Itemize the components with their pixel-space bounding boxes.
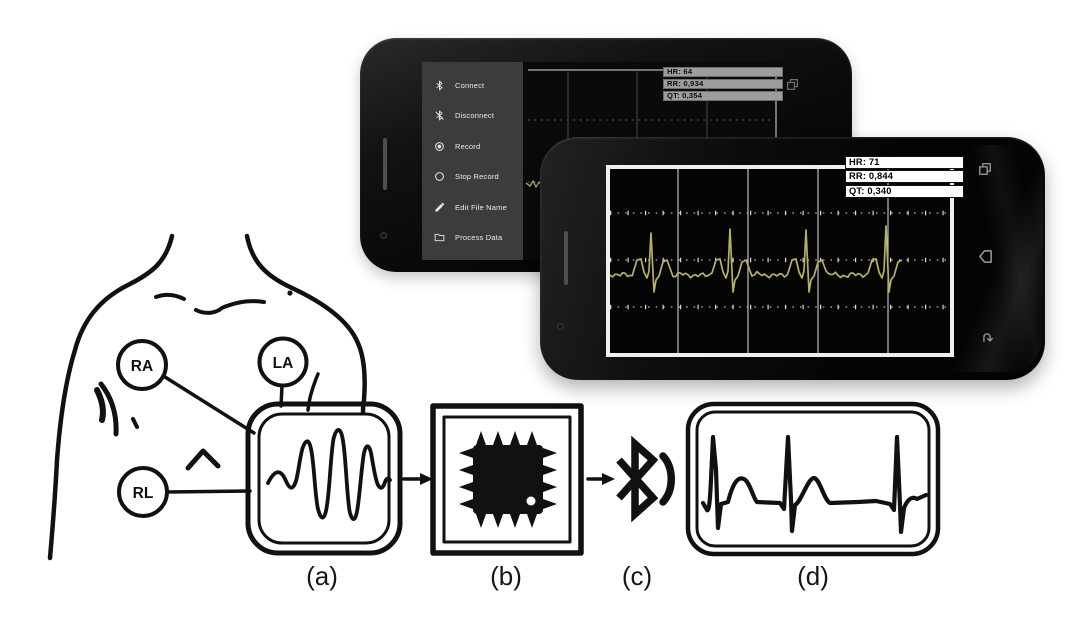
electrode-ra bbox=[116, 339, 168, 391]
arrow-b-c-head bbox=[602, 473, 615, 485]
box-a-outer bbox=[245, 401, 403, 556]
reading-hr: HR: 71 bbox=[845, 156, 964, 169]
electrode-la bbox=[257, 336, 309, 388]
ecg-waveform-icon bbox=[700, 434, 929, 535]
recent-apps-icon[interactable] bbox=[786, 78, 799, 91]
small-tick bbox=[131, 417, 139, 429]
record-icon bbox=[435, 141, 444, 151]
electrode-la-label: LA bbox=[273, 355, 294, 372]
reading-qt: QT: 0,340 bbox=[845, 184, 964, 198]
menu-item-stop-record[interactable]: Stop Record bbox=[422, 162, 523, 193]
speaker-slit bbox=[564, 231, 568, 285]
ecg-app-screen-2 bbox=[606, 165, 954, 357]
box-d-inner bbox=[695, 410, 931, 548]
pec-line bbox=[98, 381, 119, 437]
torso-left-outline bbox=[47, 233, 175, 561]
menu-label: Stop Record bbox=[455, 172, 499, 182]
bluetooth-wave-icon bbox=[616, 435, 659, 523]
ecg-readings-2: HR: 71 RR: 0,844 QT: 0,340 bbox=[845, 156, 964, 199]
ecg-trace bbox=[610, 225, 903, 293]
electrode-rl bbox=[117, 466, 169, 518]
menu-label: Edit File Name bbox=[455, 202, 507, 212]
stage-label-b: (b) bbox=[490, 561, 522, 591]
ecg-readings-1: HR: 64 RR: 0,934 QT: 0,354 bbox=[663, 67, 783, 103]
lead-rl bbox=[165, 489, 252, 494]
lead-ra bbox=[163, 375, 256, 435]
armpit-line bbox=[94, 387, 106, 423]
menu-item-connect[interactable]: Connect bbox=[422, 70, 523, 101]
menu-label: Connect bbox=[455, 80, 485, 90]
stage-label-a: (a) bbox=[306, 561, 338, 591]
arrow-a-b-head bbox=[420, 473, 433, 485]
front-camera bbox=[557, 323, 564, 330]
menu-item-record[interactable]: Record bbox=[422, 131, 523, 162]
menu-label: Process Data bbox=[455, 233, 503, 243]
chest-contour bbox=[306, 372, 320, 412]
neck-hollow bbox=[194, 306, 224, 315]
menu-label: Record bbox=[455, 141, 481, 151]
box-a-inner bbox=[257, 412, 391, 545]
clavicle-right bbox=[222, 299, 266, 309]
menu-item-edit-file-name[interactable]: Edit File Name bbox=[422, 192, 523, 223]
menu-item-disconnect[interactable]: Disconnect bbox=[422, 101, 523, 132]
box-b-outer bbox=[430, 403, 584, 556]
signal-wavelet-icon bbox=[266, 428, 392, 521]
stage-label-c: (c) bbox=[621, 561, 653, 591]
clavicle-left bbox=[154, 292, 186, 301]
bluetooth-icon bbox=[436, 80, 443, 91]
folder-icon bbox=[434, 234, 445, 242]
app-menu: Connect Disconnect Record Stop Record Ed… bbox=[422, 62, 523, 260]
torso-right-outline bbox=[244, 233, 367, 415]
radio-wave-arc bbox=[659, 452, 675, 506]
stop-record-icon bbox=[435, 172, 444, 182]
menu-label: Disconnect bbox=[455, 111, 495, 121]
smartphone-front: HR: 71 RR: 0,844 QT: 0,340 bbox=[540, 137, 1045, 380]
ecg-grid-2 bbox=[610, 169, 950, 353]
front-camera bbox=[380, 232, 387, 239]
pencil-icon bbox=[435, 202, 445, 212]
reading-qt: QT: 0,354 bbox=[663, 90, 783, 102]
bluetooth-off-icon bbox=[435, 110, 444, 121]
caret-mark bbox=[185, 448, 221, 471]
recent-apps-icon[interactable] bbox=[978, 162, 992, 176]
electrode-rl-label: RL bbox=[133, 485, 154, 502]
microchip-icon bbox=[459, 431, 557, 528]
home-icon[interactable] bbox=[978, 249, 993, 264]
box-d-outer bbox=[685, 401, 941, 557]
reading-rr: RR: 0,844 bbox=[845, 170, 964, 184]
stage-label-d: (d) bbox=[797, 561, 829, 591]
reading-rr: RR: 0,934 bbox=[663, 78, 783, 90]
skin-dot bbox=[287, 290, 293, 296]
menu-item-process-data[interactable]: Process Data bbox=[422, 223, 523, 254]
reading-hr: HR: 64 bbox=[663, 67, 783, 78]
electrode-ra-label: RA bbox=[131, 358, 153, 375]
back-icon[interactable] bbox=[980, 330, 994, 344]
speaker-slit bbox=[383, 138, 387, 190]
box-b-inner bbox=[442, 415, 572, 544]
